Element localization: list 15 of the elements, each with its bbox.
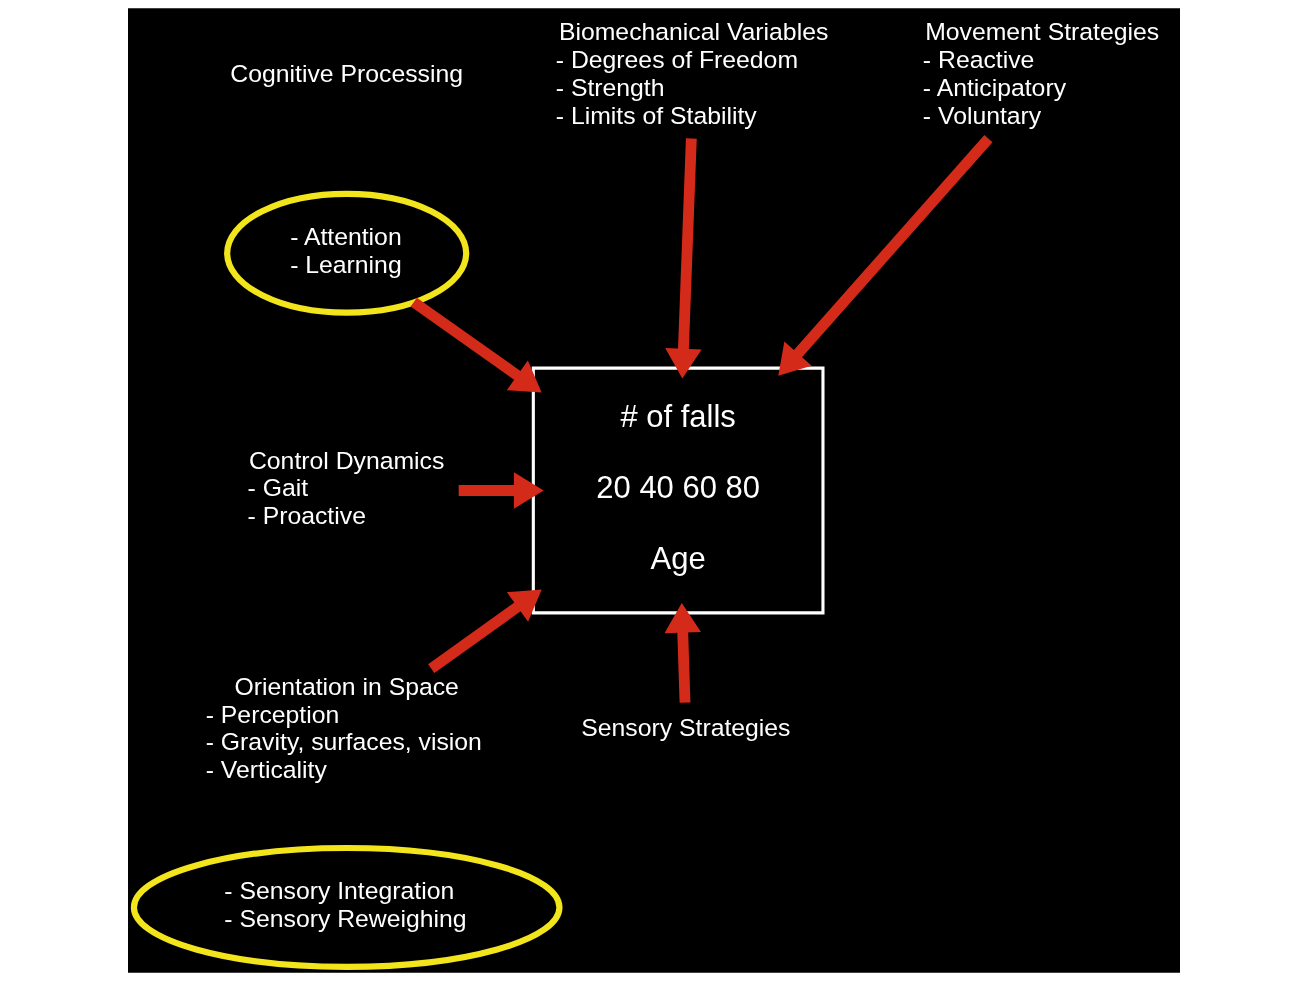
- arrow: [777, 134, 992, 376]
- node-text: Orientation in Space - Perception - Gravity, surfaces, vision - Verticality: [205, 672, 482, 784]
- node-ellipse: - Attention - Learning: [223, 190, 469, 316]
- node-box: # of falls 20 40 60 80 Age: [531, 366, 824, 615]
- arrow: [410, 297, 542, 393]
- node-text: Movement Strategies - Reactive - Anticipatory - Voluntary: [922, 18, 1159, 130]
- arrow: [664, 602, 701, 703]
- arrow: [458, 472, 544, 509]
- node-text: Sensory Strategies: [580, 714, 791, 742]
- node-text: Control Dynamics - Gait - Proactive: [247, 446, 444, 530]
- node-ellipse: - Sensory Integration - Sensory Reweighing: [130, 844, 563, 970]
- arrow: [427, 589, 542, 673]
- node-text: Biomechanical Variables - Degrees of Freedom - Strength - Limits of Stability: [555, 18, 828, 130]
- node-text: Cognitive Processing: [229, 60, 463, 88]
- arrow: [664, 138, 702, 379]
